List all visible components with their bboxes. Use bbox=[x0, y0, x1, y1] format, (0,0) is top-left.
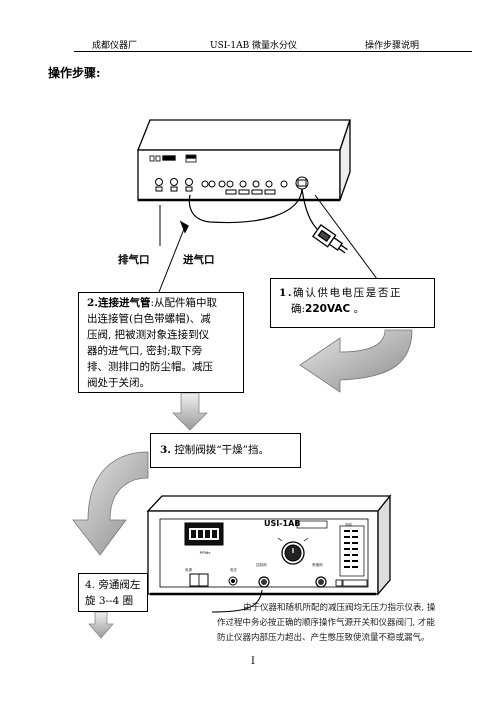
step2-line4: 器的进气口, 密封;取下旁 bbox=[87, 345, 203, 357]
panel-small-label: 测量 bbox=[345, 522, 353, 527]
step4-line1: 旁通阀左 bbox=[98, 579, 141, 591]
caution-note: 由于仪器和随机所配的减压阀均无压力指示仪表, 操 作过程中务必按正确的顺序操作气… bbox=[217, 601, 477, 646]
step2-line1: :从配件箱中取 bbox=[150, 297, 218, 309]
label-intake: 进气口 bbox=[183, 254, 215, 266]
step1-box: 1.确认供电电压是否正 确:220VAC 。 bbox=[270, 278, 435, 328]
header-company: 成都仪器厂 bbox=[92, 41, 138, 51]
panel-small-label: 电源 bbox=[185, 567, 192, 572]
svg-text:PPMv: PPMv bbox=[200, 550, 211, 555]
step3-text: 控制阀拨“干燥”挡。 bbox=[174, 444, 270, 456]
instrument-rear-view bbox=[137, 119, 381, 293]
arrow-curve-right bbox=[299, 329, 413, 393]
step3-number: 3. bbox=[160, 444, 171, 456]
step3-box: 3. 控制阀拨“干燥”挡。 bbox=[150, 433, 301, 468]
page-title: 操作步骤: bbox=[48, 66, 101, 80]
step1-voltage: 220VAC bbox=[305, 303, 351, 315]
header-model: USI-1AB 微量水分仪 bbox=[210, 41, 298, 51]
instrument-front-view: PPMv bbox=[146, 494, 392, 613]
step4-line2: 旋 3--4 圈 bbox=[85, 595, 134, 607]
panel-small-label: 旁通阀 bbox=[312, 562, 323, 567]
step1-number: 1. bbox=[279, 287, 294, 299]
step2-box: 2.连接进气管:从配件箱中取 出连接管(白色带螺帽)、减 压阀, 把被测对象连接… bbox=[78, 292, 244, 393]
step2-number: 2. bbox=[87, 297, 98, 309]
note-line1: 由于仪器和随机所配的减压阀均无压力指示仪表, 操 bbox=[243, 603, 436, 613]
header-divider bbox=[74, 51, 472, 52]
step1-line2-prefix: 确: bbox=[291, 303, 306, 315]
step2-line3: 压阀, 把被测对象连接到仪 bbox=[87, 329, 210, 341]
step2-line6: 阀处于关闭。 bbox=[87, 377, 150, 389]
panel-brand: USI-1AB bbox=[264, 519, 301, 528]
page-number: I bbox=[251, 656, 255, 667]
label-exhaust: 排气口 bbox=[118, 254, 150, 266]
arrow-curve-left bbox=[72, 451, 149, 556]
note-line2: 作过程中务必按正确的顺序操作气源开关和仪器阀门, 才能 bbox=[217, 618, 435, 628]
step4-box: 4. 旁通阀左 旋 3--4 圈 bbox=[78, 573, 148, 612]
step1-line1: 确认供电电压是否正 bbox=[293, 287, 403, 299]
panel-small-label: 电压 bbox=[230, 567, 237, 572]
header-doc-type: 操作步骤说明 bbox=[365, 41, 420, 51]
step2-line5: 排、测排口的防尘帽。减压 bbox=[87, 361, 213, 373]
step2-line2: 出连接管(白色带螺帽)、减 bbox=[87, 313, 211, 325]
note-line3: 防止仪器内部压力超出、产生憋压致使流量不稳或漏气。 bbox=[217, 633, 430, 643]
step2-heading: 连接进气管 bbox=[97, 297, 151, 309]
arrow-down-bottom bbox=[88, 611, 114, 639]
arrow-down-step3 bbox=[172, 392, 208, 431]
step4-number: 4. bbox=[85, 579, 96, 591]
panel-small-label: 控制阀 bbox=[256, 562, 267, 567]
step1-line2-suffix: 。 bbox=[353, 303, 365, 315]
